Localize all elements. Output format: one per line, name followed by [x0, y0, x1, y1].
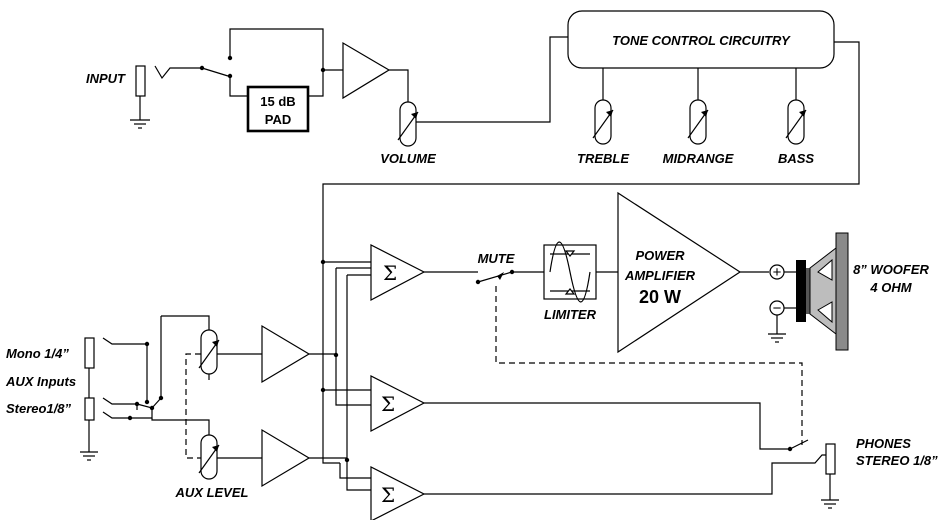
- input-tip-wire: [154, 65, 202, 80]
- bass-potentiometer[interactable]: [785, 99, 807, 145]
- input-label: INPUT: [86, 71, 126, 86]
- power-amplifier: POWER AMPLIFIER 20 W: [617, 191, 742, 354]
- phones-jack: [825, 443, 836, 475]
- limiter-label: LIMITER: [544, 307, 597, 322]
- aux-level-potentiometer-right[interactable]: [198, 434, 220, 480]
- aux-mono-label: Mono 1/4”: [6, 346, 69, 361]
- aux-to-level-left-wire: [161, 315, 210, 330]
- tone-output-bus: [322, 41, 860, 464]
- limiter-block: [543, 241, 597, 303]
- power-amp-label-line2: AMPLIFIER: [624, 268, 696, 283]
- woofer-label-line2: 4 OHM: [869, 280, 912, 295]
- aux-ground-icon: [80, 451, 98, 461]
- svg-text:+: +: [773, 264, 782, 281]
- summing-symbol: Σ: [381, 392, 395, 416]
- aux-amplifier-left: [261, 324, 311, 384]
- speaker-minus-terminal-icon: −: [769, 300, 785, 317]
- tone-control-block: TONE CONTROL CIRCUITRY: [567, 10, 835, 69]
- woofer-speaker-icon: [796, 232, 849, 351]
- preamp-amplifier: [342, 41, 391, 100]
- aux-level-potentiometer-left[interactable]: [198, 329, 220, 375]
- summing-symbol: Σ: [381, 483, 395, 507]
- bass-label: BASS: [778, 151, 814, 166]
- aux-inputs-label: AUX Inputs: [5, 374, 76, 389]
- phones-mute-switch[interactable]: [789, 439, 809, 450]
- summing-symbol: Σ: [383, 261, 397, 285]
- power-amp-label-line1: POWER: [635, 248, 685, 263]
- pad-output-wire: [308, 70, 324, 97]
- pad-block: 15 dB PAD: [246, 85, 310, 133]
- aux-amplifier-right: [261, 428, 311, 488]
- preamp-output-wire: [389, 69, 409, 102]
- pad-bypass-wire: [229, 28, 324, 70]
- mute-label: MUTE: [478, 251, 515, 266]
- woofer-label-line1: 8” WOOFER: [853, 262, 929, 277]
- pad-switch-lever: [201, 67, 229, 77]
- mute-switch-lever[interactable]: [477, 271, 513, 283]
- pad-label-line1: 15 dB: [260, 94, 295, 109]
- pad-label-line2: PAD: [265, 112, 291, 127]
- aux-mono-tip-wire: [102, 337, 147, 345]
- phones-left-wire: [424, 402, 790, 450]
- speaker-plus-terminal-icon: +: [769, 264, 785, 281]
- aux-stereo-label: Stereo1/8”: [6, 401, 72, 416]
- midrange-label: MIDRANGE: [663, 151, 734, 166]
- svg-text:−: −: [773, 300, 782, 317]
- input-ground-icon: [130, 119, 150, 129]
- treble-label: TREBLE: [577, 151, 629, 166]
- volume-to-tone-wire: [416, 36, 568, 123]
- aux-level-gang-link: [185, 353, 201, 459]
- aux-level-label: AUX LEVEL: [175, 485, 249, 500]
- phones-label-line2: STEREO 1/8”: [856, 453, 938, 468]
- input-jack: [135, 65, 146, 120]
- tone-control-label: TONE CONTROL CIRCUITRY: [612, 33, 791, 48]
- aux-to-level-right-wire: [151, 418, 210, 435]
- volume-label: VOLUME: [380, 151, 436, 166]
- volume-potentiometer[interactable]: [397, 101, 419, 147]
- aux-stereo-jack: [84, 397, 95, 421]
- pad-input-wire: [229, 76, 248, 97]
- phones-ground-icon: [821, 499, 839, 509]
- summing-mixer-phones-left: Σ: [370, 375, 426, 432]
- phones-label-line1: PHONES: [856, 436, 911, 451]
- summing-mixer-phones-right: Σ: [370, 466, 426, 520]
- summing-mixer-main: Σ: [370, 244, 426, 301]
- midrange-potentiometer[interactable]: [687, 99, 709, 145]
- phones-right-wire: [424, 462, 790, 495]
- mute-control-dashed-line: [495, 286, 803, 445]
- speaker-ground-icon: [768, 333, 786, 343]
- aux-mono-jack: [84, 337, 95, 369]
- treble-potentiometer[interactable]: [592, 99, 614, 145]
- power-amp-rating: 20 W: [639, 287, 681, 307]
